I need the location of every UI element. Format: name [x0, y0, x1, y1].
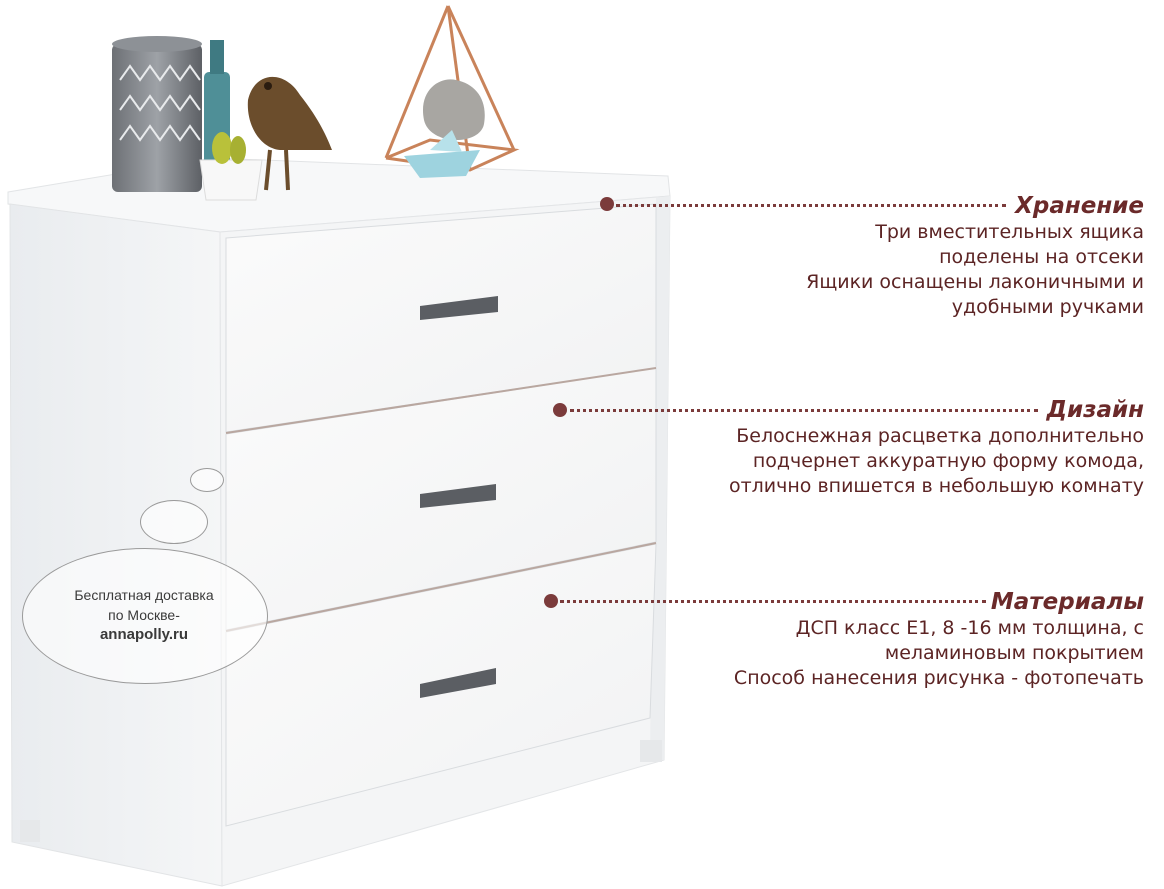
bird-figure-decor	[247, 76, 332, 191]
feature-title: Хранение	[1015, 193, 1144, 219]
callout-line-storage	[616, 204, 1006, 207]
feature-line: ДСП класс Е1, 8 -16 мм толщина, с	[795, 617, 1144, 639]
feature-title: Материалы	[990, 589, 1144, 615]
delivery-line-1: Бесплатная доставка	[74, 587, 214, 603]
paper-boat-decor	[404, 130, 480, 178]
thought-bubble-medium	[140, 500, 208, 544]
feature-design: Дизайн Белоснежная расцветка дополнитель…	[729, 396, 1144, 499]
feature-title: Дизайн	[1046, 397, 1145, 423]
feature-line: подчернет аккуратную форму комода,	[752, 450, 1144, 472]
callout-dot-materials	[544, 594, 558, 608]
drawer-handle	[420, 296, 498, 320]
drawer-middle	[225, 367, 657, 631]
delivery-bubble	[22, 548, 268, 684]
candle-decor	[422, 79, 485, 141]
callout-dot-design	[553, 403, 567, 417]
drawer-handle	[420, 668, 496, 698]
callout-line-materials	[560, 600, 986, 603]
feature-line: меламиновым покрытием	[884, 642, 1144, 664]
feature-line: поделены на отсеки	[939, 246, 1144, 268]
feature-line: Ящики оснащены лаконичными и	[806, 271, 1144, 293]
thought-bubble-small	[190, 468, 224, 492]
feature-line: отлично впишется в небольшую комнату	[728, 475, 1144, 497]
tin-can-decor	[112, 36, 202, 192]
feature-line: Белоснежная расцветка дополнительно	[736, 425, 1144, 447]
delivery-text: Бесплатная доставка по Москве- annapolly…	[22, 548, 266, 682]
drawer-bottom	[225, 542, 657, 827]
delivery-site-link[interactable]: annapolly.ru	[99, 626, 189, 643]
feature-line: Три вместительных ящика	[875, 221, 1144, 243]
feature-line: удобными ручками	[951, 296, 1144, 318]
delivery-line-2: по Москве-	[108, 607, 180, 623]
feature-line: Способ нанесения рисунка - фотопечать	[733, 667, 1144, 689]
feature-materials: Материалы ДСП класс Е1, 8 -16 мм толщина…	[734, 588, 1144, 691]
drawer-handle	[420, 484, 496, 508]
cactus-pot-decor	[199, 132, 263, 201]
feature-storage: Хранение Три вместительных ящика поделен…	[806, 192, 1144, 320]
callout-dot-storage	[600, 197, 614, 211]
callout-line-design	[570, 409, 1038, 412]
